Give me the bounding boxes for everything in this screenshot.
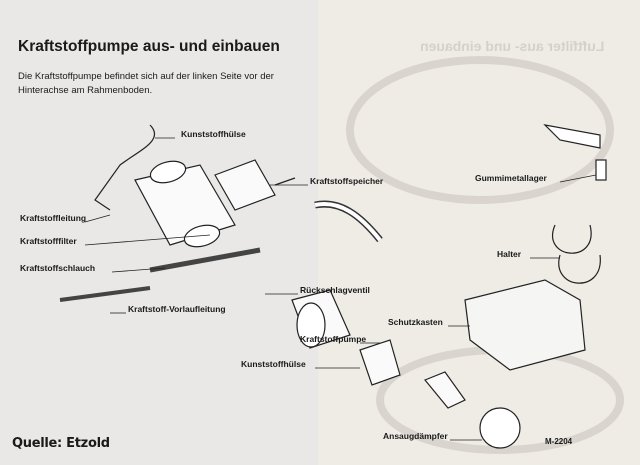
label-kraftstoffspeicher: Kraftstoffspeicher — [310, 176, 384, 186]
label-rueckschlagventil: Rückschlagventil — [300, 285, 370, 295]
label-schutzkasten: Schutzkasten — [388, 317, 443, 327]
page-title: Kraftstoffpumpe aus- und einbauen — [18, 38, 280, 55]
label-kraftstoffpumpe: Kraftstoffpumpe — [300, 334, 367, 344]
fuel-pump-drawing — [291, 289, 351, 349]
label-ansaugdaempfer: Ansaugdämpfer — [383, 431, 448, 441]
fuel-filter-drawing — [134, 160, 236, 248]
label-halter: Halter — [497, 249, 522, 259]
text-column-background — [0, 0, 318, 465]
source-credit: Quelle: Etzold — [12, 436, 110, 451]
intro-text: Die Kraftstoffpumpe befindet sich auf de… — [18, 71, 274, 96]
label-kunststoffhuelse-top: Kunststoffhülse — [181, 129, 246, 139]
label-vorlaufleitung: Kraftstoff-Vorlaufleitung — [128, 304, 226, 314]
label-kraftstoffleitung: Kraftstoffleitung — [20, 213, 87, 223]
label-gummimetallager: Gummimetallager — [475, 173, 547, 183]
label-kraftstoffschlauch: Kraftstoffschlauch — [20, 263, 96, 273]
label-kunststoffhuelse-bottom: Kunststoffhülse — [241, 359, 306, 369]
label-kraftstofffilter: Kraftstofffilter — [20, 236, 77, 246]
figure-code: M-2204 — [545, 437, 573, 446]
